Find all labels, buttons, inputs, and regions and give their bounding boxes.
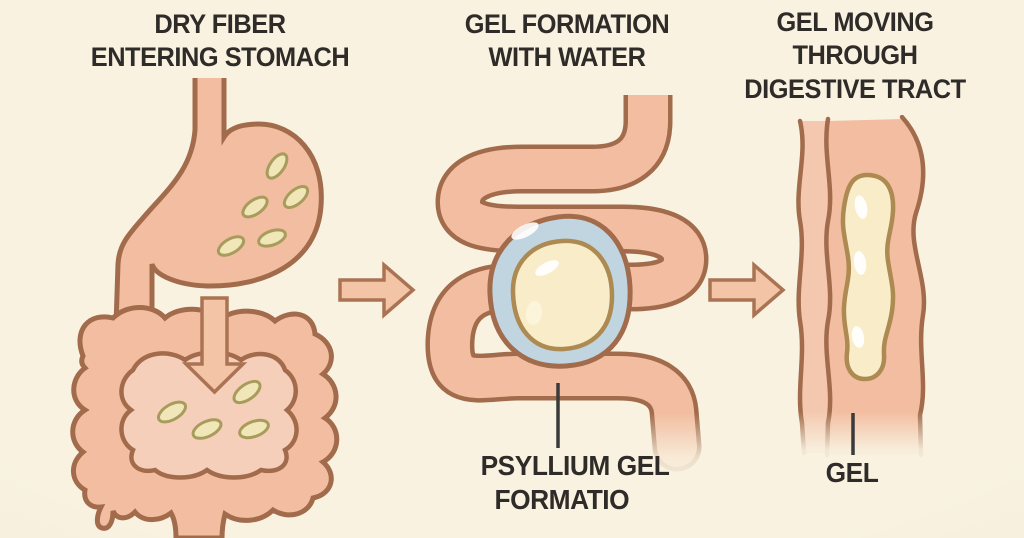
- title-line: GEL MOVING: [776, 7, 934, 37]
- caption-psyllium-gel: PSYLLIUM GEL FORMATIO: [439, 449, 712, 517]
- fiber-particle: [265, 152, 289, 180]
- intestine-gel-illustration: [420, 95, 710, 495]
- stomach-shape: [113, 78, 324, 328]
- right-arrow-icon: [338, 261, 416, 319]
- title-line: THROUGH: [792, 40, 918, 71]
- title-line: GEL FORMATION: [464, 9, 670, 39]
- panel1-title: DRY FIBER ENTERING STOMACH: [88, 8, 351, 75]
- tract-wall-right-edge: [899, 115, 927, 458]
- title-line: DIGESTIVE TRACT: [744, 73, 966, 104]
- caption-gel: GEL: [796, 456, 909, 490]
- highlight: [854, 195, 868, 219]
- highlight: [851, 326, 865, 348]
- tract-wall-left-edge: [824, 116, 833, 458]
- right-arrow-icon: [708, 261, 786, 319]
- fiber-particle: [216, 235, 246, 257]
- bottom-fade: [420, 413, 710, 495]
- title-line: ENTERING STOMACH: [90, 42, 350, 73]
- fiber-particle: [257, 228, 287, 248]
- caption-line: GEL: [825, 457, 879, 488]
- fiber-particle: [232, 379, 262, 405]
- gel-blob: [840, 172, 896, 382]
- title-line: DRY FIBER: [154, 9, 286, 39]
- title-line: WITH WATER: [488, 42, 646, 73]
- down-arrow-icon: [181, 296, 248, 395]
- fiber-particle: [241, 195, 269, 219]
- highlight: [511, 222, 539, 240]
- highlight: [853, 251, 867, 275]
- panel2-title: GEL FORMATION WITH WATER: [435, 8, 698, 75]
- fiber-particle: [282, 185, 310, 209]
- panel3-title: GEL MOVING THROUGH DIGESTIVE TRACT: [738, 6, 973, 106]
- tract-left-wall-edge: [796, 118, 807, 456]
- gel-core: [510, 238, 615, 352]
- fiber-particle: [238, 418, 270, 440]
- highlight: [535, 260, 559, 276]
- digestive-tract-illustration: [790, 115, 970, 475]
- caption-line: PSYLLIUM GEL: [480, 450, 670, 481]
- caption-line: FORMATIO: [494, 484, 630, 516]
- bottom-fade: [790, 411, 970, 475]
- stomach-colon-illustration: [70, 78, 340, 538]
- fiber-particle: [191, 418, 223, 440]
- intestine-tube: [425, 95, 709, 472]
- fiber-particle: [156, 400, 188, 424]
- highlight: [525, 301, 543, 325]
